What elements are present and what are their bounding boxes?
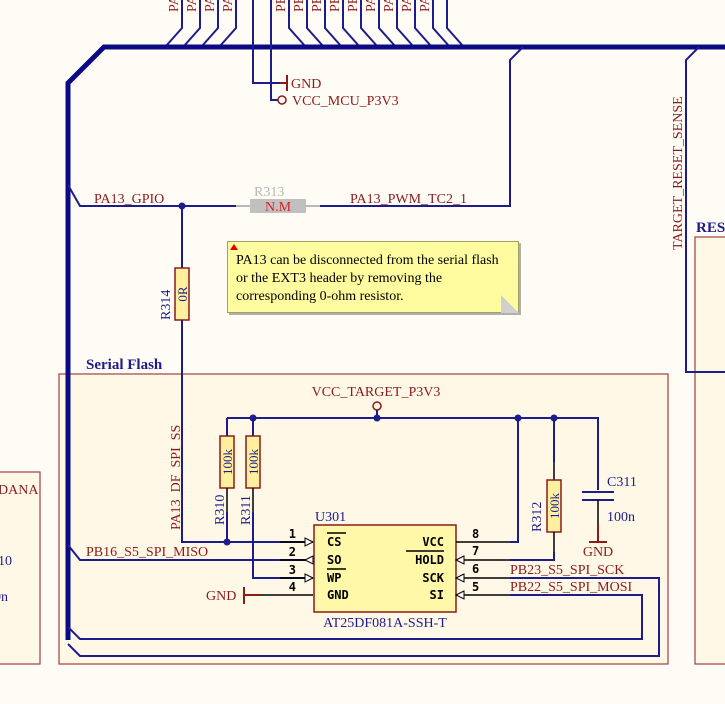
note-fold-icon bbox=[501, 295, 519, 313]
serial-flash-title: Serial Flash bbox=[86, 357, 163, 373]
left-partial-text-1: 10 bbox=[0, 554, 12, 569]
svg-text:PA: PA bbox=[400, 0, 415, 12]
gnd-u301-icon bbox=[243, 587, 262, 604]
pin-name-vcc: VCC bbox=[422, 535, 444, 549]
r311-designator: R311 bbox=[239, 495, 254, 525]
vcc-pin8-wire bbox=[510, 418, 519, 543]
pin-name-hold: HOLD bbox=[415, 553, 444, 567]
annotation-note: PA13 can be disconnected from the serial… bbox=[227, 241, 519, 313]
pb16-miso-wire bbox=[67, 544, 305, 561]
pa13-pwm-wire bbox=[320, 46, 524, 207]
svg-text:PA: PA bbox=[418, 0, 433, 12]
note-text: PA13 can be disconnected from the serial… bbox=[236, 253, 499, 304]
pin7-input-arrow-icon bbox=[454, 555, 465, 565]
pin6-input-arrow-icon bbox=[454, 573, 465, 583]
r310-value: 100k bbox=[220, 449, 235, 476]
gnd-u301-label: GND bbox=[206, 589, 236, 604]
svg-text:PB: PB bbox=[346, 0, 361, 12]
pa13-gpio-label: PA13_GPIO bbox=[94, 192, 164, 207]
svg-text:PB: PB bbox=[292, 0, 307, 12]
u301-designator: U301 bbox=[315, 510, 346, 525]
right-section-title: RES bbox=[696, 220, 725, 236]
junction-dot bbox=[223, 538, 231, 546]
junction-dot bbox=[373, 414, 381, 422]
pin-number: 7 bbox=[472, 544, 479, 558]
left-section-box bbox=[0, 471, 41, 665]
gnd-top-label: GND bbox=[291, 77, 321, 92]
pin-name-sck: SCK bbox=[422, 571, 444, 585]
left-section-title: DANA bbox=[0, 483, 39, 498]
r312-designator: R312 bbox=[530, 502, 545, 532]
svg-text:PA: PA bbox=[185, 0, 200, 12]
vcc-mcu-label: VCC_MCU_P3V3 bbox=[292, 94, 399, 109]
pa13-gpio-wire bbox=[67, 184, 250, 207]
pin-number: 6 bbox=[472, 562, 479, 576]
gnd-top-icon bbox=[280, 75, 288, 91]
svg-text:PA: PA bbox=[167, 0, 182, 12]
r310-designator: R310 bbox=[213, 495, 228, 525]
svg-text:PA: PA bbox=[382, 0, 397, 12]
pin-number: 1 bbox=[289, 527, 296, 541]
vcc-mcu-port-icon bbox=[277, 95, 287, 105]
pb22-mosi-label: PB22_S5_SPI_MOSI bbox=[510, 580, 632, 595]
pin-number: 3 bbox=[289, 563, 296, 577]
serial-flash-section-box bbox=[58, 373, 669, 665]
svg-text:PB: PB bbox=[274, 0, 289, 12]
c311-value: 100n bbox=[607, 510, 635, 525]
right-section-box bbox=[694, 236, 725, 665]
target-reset-sense-wire bbox=[685, 46, 725, 373]
c311-designator: C311 bbox=[607, 475, 637, 490]
pin-name-si: SI bbox=[430, 588, 444, 602]
pb16-miso-label: PB16_S5_SPI_MISO bbox=[86, 545, 208, 560]
pin5-input-arrow-icon bbox=[454, 590, 465, 600]
left-partial-text-2: 0n bbox=[0, 590, 8, 605]
pin-number: 4 bbox=[289, 580, 296, 594]
r314-designator: R314 bbox=[159, 290, 174, 320]
pin-number: 5 bbox=[472, 580, 479, 594]
u301-right-leads bbox=[456, 541, 510, 596]
u301-part-number: AT25DF081A-SSH-T bbox=[323, 616, 447, 631]
gnd-top-wire bbox=[252, 0, 280, 84]
pin-name-wp: WP bbox=[327, 571, 341, 585]
svg-text:PA: PA bbox=[364, 0, 379, 12]
top-bus-labels: PA PA PA PA PB PB PB PB PB PA PA PA PA bbox=[167, 0, 433, 12]
pin3-input-arrow-icon bbox=[304, 573, 315, 583]
top-bus-entries bbox=[165, 0, 464, 47]
pa13-df-spi-ss-wire bbox=[181, 320, 305, 543]
r313-value: N.M bbox=[265, 200, 292, 215]
pin1-input-arrow-icon bbox=[304, 537, 315, 547]
r312-value: 100k bbox=[547, 493, 562, 520]
pa13-pwm-label: PA13_PWM_TC2_1 bbox=[350, 192, 467, 207]
r313-body bbox=[250, 199, 306, 213]
pin-name-so: SO bbox=[327, 553, 341, 567]
svg-text:PA: PA bbox=[203, 0, 218, 12]
hold-wire bbox=[510, 552, 555, 561]
pin-name-gnd: GND bbox=[327, 588, 349, 602]
svg-text:PB: PB bbox=[310, 0, 325, 12]
target-reset-sense-label: TARGET_RESET_SENSE bbox=[671, 96, 686, 250]
vcc-mcu-wire bbox=[270, 0, 278, 101]
pin-number: 2 bbox=[289, 545, 296, 559]
pb23-sck-label: PB23_S5_SPI_SCK bbox=[510, 563, 624, 578]
pin2-output-arrow-icon bbox=[303, 555, 314, 565]
r313-designator: R313 bbox=[254, 185, 284, 200]
main-bus bbox=[65, 44, 725, 640]
svg-text:PA: PA bbox=[221, 0, 236, 12]
pb22-mosi-wire bbox=[67, 594, 643, 640]
svg-text:PB: PB bbox=[328, 0, 343, 12]
pin-name-cs: CS bbox=[327, 535, 341, 549]
gnd-c311-icon bbox=[589, 524, 607, 543]
pa13-df-spi-ss-label: PA13_DF_SPI_SS bbox=[169, 425, 184, 530]
r311-value: 100k bbox=[246, 449, 261, 476]
note-marker-icon bbox=[230, 244, 238, 250]
gnd-c311-label: GND bbox=[583, 545, 613, 560]
pb23-sck-wire bbox=[67, 577, 660, 657]
r314-value: 0R bbox=[175, 286, 190, 302]
vcc-target-label: VCC_TARGET_P3V3 bbox=[312, 385, 441, 400]
pin-number: 8 bbox=[472, 527, 479, 541]
